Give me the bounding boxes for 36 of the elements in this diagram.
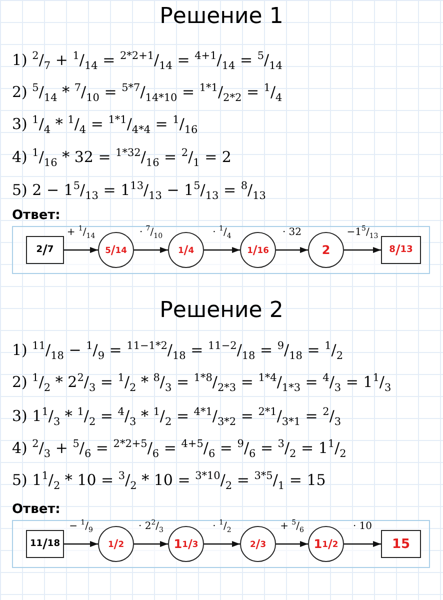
edge-label: · $^{1}$/$_{4}$ [212,227,232,238]
arrow [134,247,168,253]
arrow [276,541,308,547]
arrow [344,541,381,547]
arrow [204,247,240,253]
edge-label: + $^{5}$/$_{6}$ [280,521,304,532]
number-box: 15 [381,530,421,558]
equation: 5) 2 − 1$^{5}$/$_{13}$ = 1$^{13}$/$_{13}$ − 1$^{5}$/$_{13}$ = $^{8}$/$_{13}$ [12,179,266,204]
arrow [64,541,98,547]
answer-heading: Ответ: [12,502,60,517]
arrow [64,247,98,253]
edge-label: · 10 [352,521,372,532]
equation: 2) $^{1}$/$_{2}$ * 2$^{2}$/$_{3}$ = $^{1}$/$_{2}$ * $^{8}$/$_{3}$ = $^{1*8}$/$_{2*3}$ = $^{1*4}$/$_{1*3}$ = $^{4}$/$_{3}$ = 1$^{1}$/$_{3}$ [12,371,392,396]
arrow [344,247,381,253]
edge-label: · 2$^{2}$/$_{3}$ [138,521,164,532]
equation: 3) 1$^{1}$/$_{3}$ * $^{1}$/$_{2}$ = $^{4}$/$_{3}$ * $^{1}$/$_{2}$ = $^{4*1}$/$_{3*2}$ = $^{2*1}$/$_{3*1}$ = $^{2}$/$_{3}$ [12,405,342,430]
arrow [204,541,240,547]
edge-label: −1$^{5}$/$_{13}$ [346,227,378,238]
number-circle: 2 [308,232,344,268]
answer-heading: Ответ: [12,208,60,223]
equation: 5) 1$^{1}$/$_{2}$ * 10 = $^{3}$/$_{2}$ * 10 = $^{3*10}$/$_{2}$ = $^{3*5}$/$_{1}$ = 15 [12,469,326,494]
equation: 4) $^{2}$/$_{3}$ + $^{5}$/$_{6}$ = $^{2*2+5}$/$_{6}$ = $^{4+5}$/$_{6}$ = $^{9}$/$_{6}$ = $^{3}$/$_{2}$ = 1$^{1}$/$_{2}$ [12,437,346,462]
edge-label: · $^{7}$/$_{10}$ [139,227,163,238]
section-heading: Решение 1 [158,4,284,29]
edge-label: − $^{1}$/$_{9}$ [69,521,93,532]
arrow [134,541,168,547]
edge-label: · 32 [282,227,302,238]
edge-label: · $^{1}$/$_{2}$ [212,521,232,532]
equation: 4) $^{1}$/$_{16}$ * 32 = $^{1*32}$/$_{16}$ = $^{2}$/$_{1}$ = 2 [12,146,232,171]
edge-label: + $^{1}$/$_{14}$ [66,227,96,238]
equation: 1) $^{11}$/$_{18}$ − $^{1}$/$_{9}$ = $^{11−1*2}$/$_{18}$ = $^{11−2}$/$_{18}$ = $^{9}$/$_{18}$ = $^{1}$/$_{2}$ [12,339,344,364]
equation: 3) $^{1}$/$_{4}$ * $^{1}$/$_{4}$ = $^{1*1}$/$_{4*4}$ = $^{1}$/$_{16}$ [12,113,198,138]
section-heading: Решение 2 [158,298,284,323]
equation: 1) $^{2}$/$_{7}$ + $^{1}$/$_{14}$ = $^{2*2+1}$/$_{14}$ = $^{4+1}$/$_{14}$ = $^{5}$/$_{14}$ [12,49,282,74]
arrow [276,247,308,253]
equation: 2) $^{5}$/$_{14}$ * $^{7}$/$_{10}$ = $^{5*7}$/$_{14*10}$ = $^{1*1}$/$_{2*2}$ = $^{1}$/$_{4}$ [12,81,282,106]
